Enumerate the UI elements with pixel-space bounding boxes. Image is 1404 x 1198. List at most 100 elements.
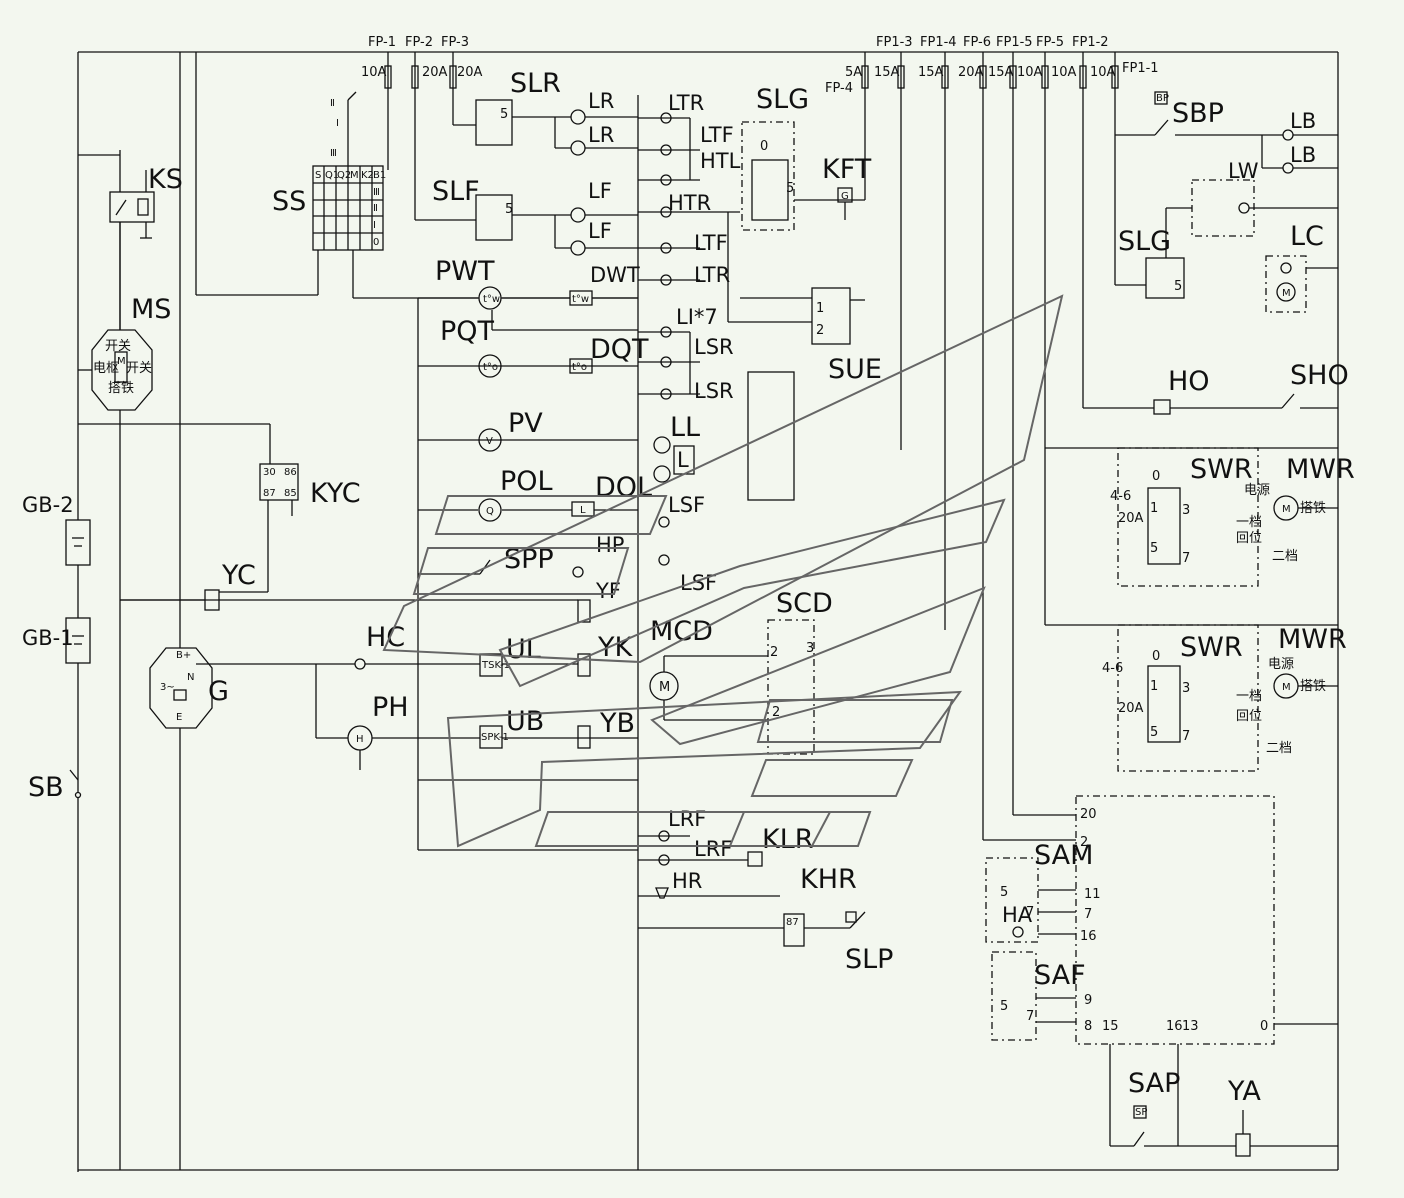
- label-ha: HA: [1002, 903, 1033, 927]
- battery-gb2: GB-2: [22, 493, 91, 566]
- svg-text:5: 5: [505, 202, 513, 217]
- svg-text:30: 30: [263, 467, 276, 478]
- svg-text:9: 9: [1084, 993, 1092, 1008]
- ul-module: TSK-1 UL: [479, 634, 541, 677]
- svg-text:1: 1: [816, 301, 824, 316]
- ms-ground-text: 搭铁: [108, 380, 134, 396]
- svg-text:20A: 20A: [1118, 511, 1144, 526]
- svg-text:Ⅲ: Ⅲ: [330, 148, 337, 159]
- label-ss: SS: [272, 186, 306, 217]
- ph-heater: H PH: [315, 664, 480, 770]
- label-lsf: LSF: [680, 571, 717, 595]
- label-ph: PH: [372, 692, 409, 723]
- svg-text:V: V: [486, 436, 493, 447]
- fuse-rating: 20A: [457, 65, 483, 80]
- label-ya: YA: [1227, 1076, 1261, 1107]
- lsf-lamps: LSF LSF: [658, 371, 795, 595]
- svg-text:5: 5: [1150, 541, 1158, 556]
- svg-text:回位: 回位: [1236, 709, 1262, 724]
- mcd-motor: M MCD: [649, 616, 713, 701]
- label-slr: SLR: [510, 68, 561, 99]
- svg-text:一档: 一档: [1236, 689, 1262, 704]
- hc-lamp: HC: [354, 622, 405, 670]
- svg-text:7: 7: [1026, 905, 1034, 920]
- svg-text:5: 5: [786, 181, 794, 196]
- svg-text:S: S: [315, 170, 321, 181]
- svg-text:20: 20: [1080, 807, 1097, 822]
- svg-text:3: 3: [1182, 681, 1190, 696]
- generator-g: B+ N 3~ E G: [149, 647, 585, 729]
- svg-text:1: 1: [1150, 501, 1158, 516]
- fuse-labels: FP-1 FP-2 FP-3 FP1-3 FP1-4 FP-6 FP1-5 FP…: [361, 35, 1159, 96]
- slg-switch: 0 5 SLG: [727, 84, 838, 322]
- svg-text:BP: BP: [1156, 93, 1169, 104]
- svg-text:0: 0: [760, 139, 768, 154]
- svg-text:5: 5: [1000, 885, 1008, 900]
- khr-relay: 87 KHR SLP: [638, 864, 893, 975]
- left-bus-branches: [417, 297, 638, 851]
- svg-text:3~: 3~: [160, 682, 175, 693]
- svg-text:Ⅲ: Ⅲ: [373, 187, 380, 198]
- label-swr: SWR: [1180, 632, 1243, 663]
- lamps-column: LR LR LF LF DWT: [554, 89, 640, 287]
- svg-text:L: L: [580, 505, 586, 516]
- kyc-relay: 30 86 87 85 KYC: [78, 423, 361, 516]
- svg-text:M: M: [659, 680, 670, 695]
- svg-text:0: 0: [373, 237, 379, 248]
- solenoid-yb: YB: [577, 708, 635, 749]
- ss-ignition-switch: S Q1 Q2 M K2 B1 Ⅲ Ⅱ Ⅰ 0 SS Ⅱ Ⅰ Ⅲ: [196, 91, 638, 299]
- label-dol: DOL: [595, 472, 652, 503]
- svg-text:一档: 一档: [1236, 515, 1262, 530]
- wiper-1: 0 3 5 7 1 SWR 4-6 20A M 电源 搭铁 一档 回位 二档 M…: [1045, 447, 1355, 587]
- label-sue: SUE: [828, 354, 882, 385]
- label-sb: SB: [28, 772, 64, 803]
- svg-text:87: 87: [786, 917, 799, 928]
- label-lr: LR: [588, 89, 614, 113]
- svg-text:N: N: [187, 672, 194, 683]
- svg-text:7: 7: [1182, 729, 1190, 744]
- label-lsr: LSR: [694, 379, 734, 403]
- label-ltr: LTR: [668, 91, 704, 115]
- slf-switch: 5 SLF: [415, 176, 555, 241]
- label-kft: KFT: [822, 154, 872, 185]
- svg-text:11: 11: [1084, 887, 1101, 902]
- label-yk: YK: [597, 632, 633, 663]
- svg-text:20A: 20A: [1118, 701, 1144, 716]
- svg-text:Ⅱ: Ⅱ: [373, 203, 378, 214]
- ms-switch-text: 开关: [105, 339, 131, 354]
- ub-module: SPK-1 UB: [479, 706, 638, 749]
- fuse-rating: 10A: [1051, 65, 1077, 80]
- label-htr: HTR: [668, 191, 711, 215]
- label-lrf: LRF: [694, 837, 732, 861]
- svg-text:3: 3: [1182, 503, 1190, 518]
- label-gb2: GB-2: [22, 493, 74, 517]
- svg-text:16: 16: [1166, 1019, 1183, 1034]
- label-hr: HR: [672, 869, 702, 893]
- wiper-2: 0 3 5 7 1 SWR 4-6 20A M 电源 搭铁 一档 回位 二档 M…: [1045, 624, 1347, 772]
- svg-text:G: G: [841, 191, 849, 202]
- label-dqt: DQT: [590, 334, 649, 365]
- svg-text:85: 85: [284, 488, 297, 499]
- sam-switch: 5 7 SAM HA: [985, 840, 1093, 943]
- svg-text:15: 15: [1102, 1019, 1119, 1034]
- label-sam: SAM: [1034, 840, 1093, 871]
- svg-text:L: L: [677, 448, 689, 472]
- label-ho: HO: [1168, 366, 1210, 397]
- hr-horn: HR: [638, 869, 780, 899]
- label-ks: KS: [148, 164, 183, 195]
- label-lsf: LSF: [668, 493, 705, 517]
- label-lr: LR: [588, 123, 614, 147]
- ks-relay: KS: [109, 52, 197, 330]
- svg-text:M: M: [1282, 504, 1291, 515]
- fuse-rating: 15A: [874, 65, 900, 80]
- label-sho: SHO: [1290, 360, 1349, 391]
- svg-text:M: M: [1282, 288, 1291, 299]
- svg-text:SPK-1: SPK-1: [481, 732, 509, 743]
- solenoid-yc: YC: [120, 500, 269, 611]
- svg-text:TSK-1: TSK-1: [481, 660, 510, 671]
- switch-sb: SB: [28, 769, 82, 803]
- solenoid-yf: YF: [120, 579, 621, 623]
- ya-solenoid: YA: [1227, 1076, 1261, 1157]
- solenoid-yk: YK: [577, 632, 633, 677]
